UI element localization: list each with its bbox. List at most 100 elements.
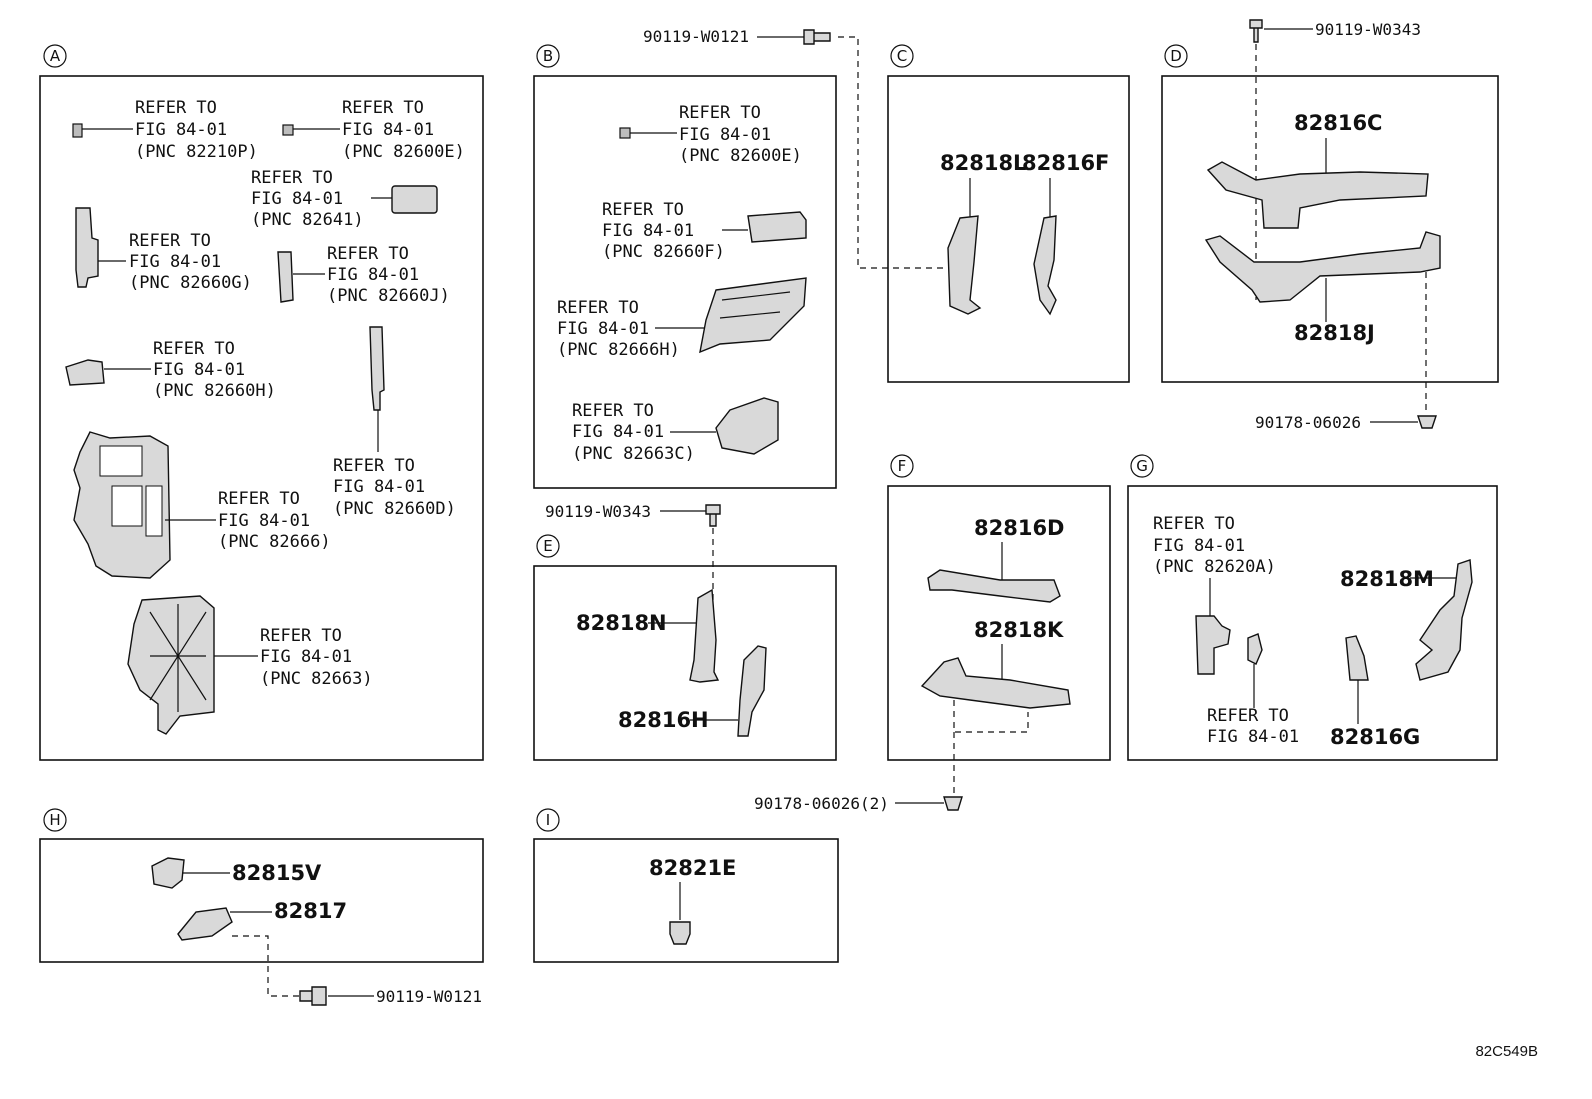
g-part-82818m: 82818M xyxy=(1340,567,1434,591)
a8-refer: REFER TO xyxy=(218,489,300,509)
b2-fig: FIG 84-01 xyxy=(602,221,694,241)
section-g-marker: G xyxy=(1130,454,1154,478)
i-clip-82821e xyxy=(669,921,691,945)
b3-refer: REFER TO xyxy=(557,298,639,318)
a1-fig: FIG 84-01 xyxy=(135,120,227,140)
g2-refer: REFER TO xyxy=(1207,706,1289,726)
d-part-82818j: 82818J xyxy=(1294,321,1375,345)
section-a-box xyxy=(39,75,484,761)
a5-refer: REFER TO xyxy=(327,244,409,264)
section-a-marker: A xyxy=(43,44,67,68)
b-bracket-82663c xyxy=(715,397,779,455)
a1-refer: REFER TO xyxy=(135,98,217,118)
h-bolt-label: 90119-W0121 xyxy=(376,987,482,1006)
a5-pnc: (PNC 82660J) xyxy=(327,286,450,306)
section-b-marker: B xyxy=(536,44,560,68)
g1-fig: FIG 84-01 xyxy=(1153,536,1245,556)
f-clip-label: 90178-06026(2) xyxy=(754,794,889,813)
h-connector-82815v xyxy=(151,857,185,889)
b-bolt-icon xyxy=(803,29,831,45)
a6-pnc: (PNC 82660H) xyxy=(153,381,276,401)
g-part-82816g: 82816G xyxy=(1330,725,1420,749)
section-h-box xyxy=(39,838,484,963)
a-connector-82210p xyxy=(72,123,83,138)
g-bracket-82818m xyxy=(1415,559,1473,681)
a-module-82641 xyxy=(391,185,438,214)
e-bolt-icon xyxy=(705,504,721,527)
a-connector-82660g xyxy=(75,207,99,288)
c-part-82816f: 82816F xyxy=(1022,151,1109,175)
a7-fig: FIG 84-01 xyxy=(333,477,425,497)
d-bracket-82816c xyxy=(1206,161,1429,229)
b2-refer: REFER TO xyxy=(602,200,684,220)
g-bracket-82816g xyxy=(1345,635,1369,681)
a6-refer: REFER TO xyxy=(153,339,235,359)
diagram-code: 82C549B xyxy=(1475,1043,1538,1060)
d-clip-label: 90178-06026 xyxy=(1255,413,1361,432)
b4-fig: FIG 84-01 xyxy=(572,422,664,442)
f-part-82818k: 82818K xyxy=(974,618,1064,642)
h-part-82817: 82817 xyxy=(274,899,347,923)
section-h-marker: H xyxy=(43,808,67,832)
section-c-box xyxy=(887,75,1130,383)
a-connector-82660j xyxy=(277,251,294,303)
section-e-letter: E xyxy=(543,537,552,555)
g1-refer: REFER TO xyxy=(1153,514,1235,534)
a9-fig: FIG 84-01 xyxy=(260,647,352,667)
section-b-letter: B xyxy=(543,47,553,65)
a9-pnc: (PNC 82663) xyxy=(260,669,373,689)
section-d-marker: D xyxy=(1164,44,1188,68)
b-top-bolt-label: 90119-W0121 xyxy=(643,27,749,46)
b-connector-82660f xyxy=(747,211,807,243)
b4-refer: REFER TO xyxy=(572,401,654,421)
d-bracket-82818j xyxy=(1204,231,1441,303)
f-bracket-82818k xyxy=(920,657,1071,709)
a-bracket-82663 xyxy=(127,595,215,735)
g-connector-82620a xyxy=(1195,615,1231,675)
a8-pnc: (PNC 82666) xyxy=(218,532,331,552)
section-f-box xyxy=(887,485,1111,761)
section-f-marker: F xyxy=(890,454,914,478)
c-bracket-82816f xyxy=(1033,215,1057,316)
h-part-82815v: 82815V xyxy=(232,861,322,885)
a2-fig: FIG 84-01 xyxy=(342,120,434,140)
d-bolt-icon xyxy=(1249,19,1263,43)
a2-refer: REFER TO xyxy=(342,98,424,118)
b1-fig: FIG 84-01 xyxy=(679,125,771,145)
e-bracket-82816h xyxy=(737,645,767,737)
a3-refer: REFER TO xyxy=(251,168,333,188)
a7-refer: REFER TO xyxy=(333,456,415,476)
d-top-bolt-label: 90119-W0343 xyxy=(1315,20,1421,39)
b2-pnc: (PNC 82660F) xyxy=(602,242,725,262)
c-part-82818l: 82818L xyxy=(940,151,1026,175)
a-connector-82660d xyxy=(369,326,385,411)
section-d-box xyxy=(1161,75,1499,383)
b1-refer: REFER TO xyxy=(679,103,761,123)
section-e-marker: E xyxy=(536,534,560,558)
a9-refer: REFER TO xyxy=(260,626,342,646)
a6-fig: FIG 84-01 xyxy=(153,360,245,380)
section-i-marker: I xyxy=(536,808,560,832)
a5-fig: FIG 84-01 xyxy=(327,265,419,285)
a4-pnc: (PNC 82660G) xyxy=(129,273,252,293)
section-e-box xyxy=(533,565,837,761)
a7-pnc: (PNC 82660D) xyxy=(333,499,456,519)
c-bracket-82818l xyxy=(947,215,982,315)
a4-fig: FIG 84-01 xyxy=(129,252,221,272)
a3-pnc: (PNC 82641) xyxy=(251,210,364,230)
section-d-letter: D xyxy=(1170,47,1182,65)
d-clip-icon xyxy=(1417,415,1437,429)
section-f-letter: F xyxy=(898,457,907,475)
section-h-letter: H xyxy=(49,811,60,829)
g2-fig: FIG 84-01 xyxy=(1207,727,1299,747)
section-g-letter: G xyxy=(1136,457,1148,475)
h-connector-82817 xyxy=(177,907,233,941)
g-clip-icon xyxy=(1247,633,1263,665)
d-part-82816c: 82816C xyxy=(1294,111,1382,135)
e-bolt-label: 90119-W0343 xyxy=(545,502,651,521)
b3-pnc: (PNC 82666H) xyxy=(557,340,680,360)
i-part-82821e: 82821E xyxy=(649,856,736,880)
f-part-82816d: 82816D xyxy=(974,516,1065,540)
b3-fig: FIG 84-01 xyxy=(557,319,649,339)
